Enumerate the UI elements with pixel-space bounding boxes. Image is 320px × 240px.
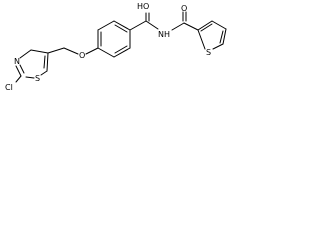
bond (171, 22, 185, 31)
bond (25, 76, 35, 79)
bond (43, 55, 46, 69)
bond (197, 29, 206, 50)
bond (145, 20, 159, 30)
bond (19, 64, 25, 74)
bond (15, 65, 22, 77)
atom-label-s-thiazole: S (35, 74, 40, 83)
bond (114, 24, 128, 33)
bond (30, 49, 49, 54)
thiazole-ring (15, 49, 49, 79)
atom-label-o-ether: O (79, 51, 85, 60)
atom-label-s-thiophene: S (206, 48, 211, 57)
atom-label-cl: Cl (5, 83, 13, 92)
bond (212, 43, 224, 50)
bond (85, 47, 99, 55)
bond (211, 20, 227, 30)
bond (197, 20, 213, 31)
bond (222, 28, 227, 45)
bond (40, 70, 48, 76)
bond (219, 30, 224, 44)
atom-label-amide-nh: NH (158, 30, 170, 39)
atom-label-n-thiazole: N (14, 57, 20, 66)
bond (97, 47, 115, 58)
atom-label-amide-o: O (181, 4, 187, 13)
bond (63, 47, 79, 55)
thiophene-ring (197, 20, 227, 50)
chemical-structure: N Cl S O HO NH O S (5, 2, 227, 92)
bond (15, 75, 22, 83)
bond (113, 20, 131, 31)
bond (113, 47, 131, 58)
bond (46, 52, 49, 72)
atom-label-hydroxy: HO (137, 2, 149, 11)
bond (183, 22, 199, 31)
bond (200, 23, 213, 32)
bond (19, 49, 32, 59)
benzene-ring (97, 20, 131, 58)
bond (129, 20, 147, 31)
bond (47, 47, 65, 54)
bond (97, 20, 115, 31)
bond (114, 45, 128, 54)
